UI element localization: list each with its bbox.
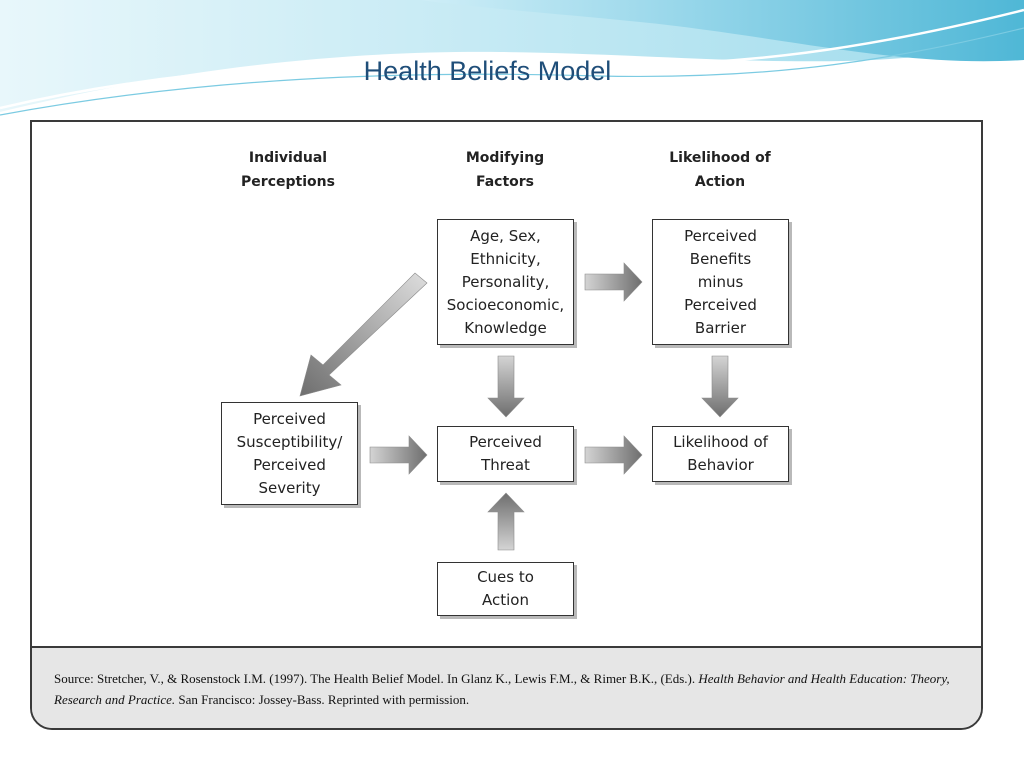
arrow-threat-to-likelihood	[584, 435, 643, 475]
box-perceived-susceptibility-severity: Perceived Susceptibility/ Perceived Seve…	[221, 402, 358, 505]
source-citation-prefix: Source: Stretcher, V., & Rosenstock I.M.…	[54, 671, 699, 686]
arrow-cues-to-threat	[487, 492, 525, 551]
box-cues-to-action: Cues to Action	[437, 562, 574, 616]
slide-title: Health Beliefs Model	[363, 56, 612, 86]
box-perceived-benefits-minus-barrier: Perceived Benefits minus Perceived Barri…	[652, 219, 789, 345]
arrow-susceptibility-to-threat	[369, 435, 428, 475]
arrow-benefits-to-likelihood	[701, 355, 739, 418]
header-individual-perceptions: Individual Perceptions	[241, 150, 335, 190]
source-footer: Source: Stretcher, V., & Rosenstock I.M.…	[32, 648, 981, 728]
arrow-modifying-to-threat	[487, 355, 525, 418]
figure-divider	[32, 646, 981, 648]
header-modifying-factors: Modifying Factors	[465, 150, 545, 190]
health-belief-model-figure: Individual Perceptions Modifying Factors…	[30, 120, 983, 730]
source-book-title: Health Behavior and Health Education: Th…	[54, 671, 950, 707]
source-citation: Source: Stretcher, V., & Rosenstock I.M.…	[54, 668, 965, 710]
header-likelihood-of-action: Likelihood of Action	[669, 150, 771, 190]
arrow-diagonal-to-susceptibility	[299, 272, 428, 397]
box-modifying-factors: Age, Sex, Ethnicity, Personality, Socioe…	[437, 219, 574, 345]
box-likelihood-of-behavior: Likelihood of Behavior	[652, 426, 789, 482]
box-perceived-threat: Perceived Threat	[437, 426, 574, 482]
arrow-modifying-to-benefits	[584, 262, 643, 302]
decorative-swoosh-banner	[0, 0, 1024, 116]
source-citation-suffix: San Francisco: Jossey-Bass. Reprinted wi…	[175, 692, 470, 707]
